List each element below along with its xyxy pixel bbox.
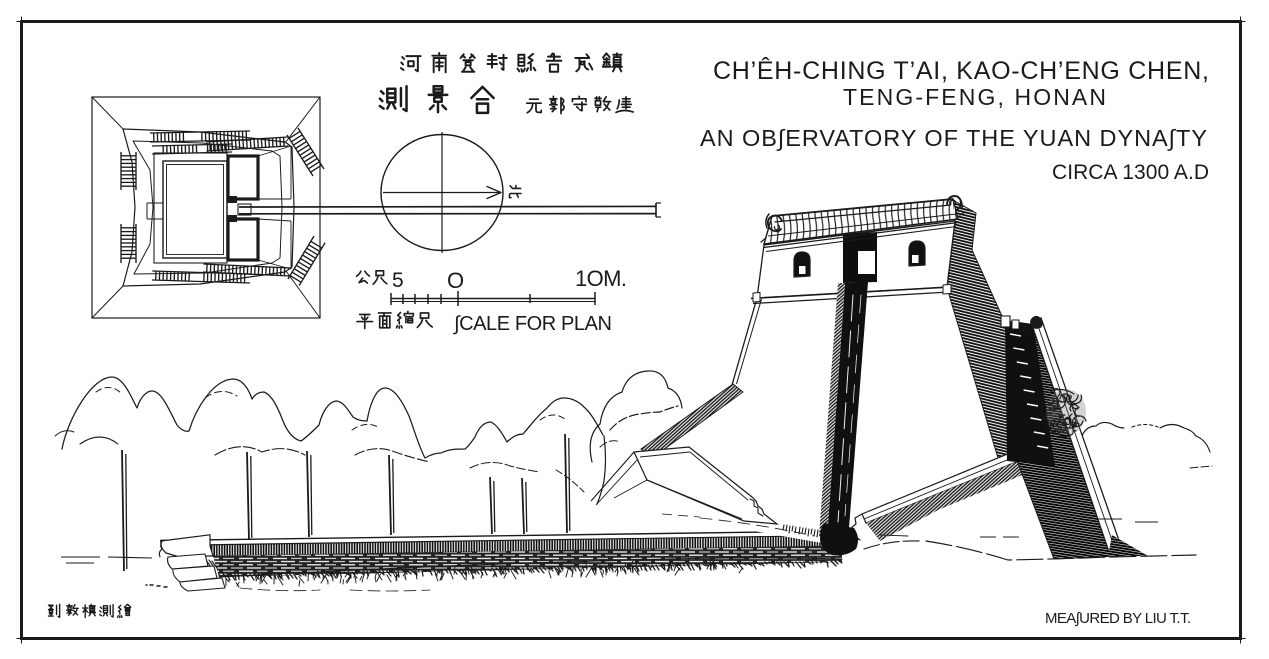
svg-text:CH’ÊH-CHING T’AI, KAO-CH’ENG: CH’ÊH-CHING T’AI, KAO-CH’ENG CHEN, xyxy=(713,56,1209,85)
svg-text:1OM.: 1OM. xyxy=(575,266,627,291)
svg-text:TENG-FENG, HONAN: TENG-FENG, HONAN xyxy=(843,84,1106,110)
svg-text:5: 5 xyxy=(392,269,404,292)
svg-text:CIRCA 1300 A.D: CIRCA 1300 A.D xyxy=(1052,161,1209,184)
svg-text:AN OB∫ERVATORY OF THE YUAN DYN: AN OB∫ERVATORY OF THE YUAN DYNA∫TY xyxy=(700,125,1207,151)
svg-text:∫CALE FOR PLAN: ∫CALE FOR PLAN xyxy=(453,313,612,335)
svg-text:MEA∫URED BY LIU T.T.: MEA∫URED BY LIU T.T. xyxy=(1045,610,1191,627)
svg-text:O: O xyxy=(447,268,464,293)
